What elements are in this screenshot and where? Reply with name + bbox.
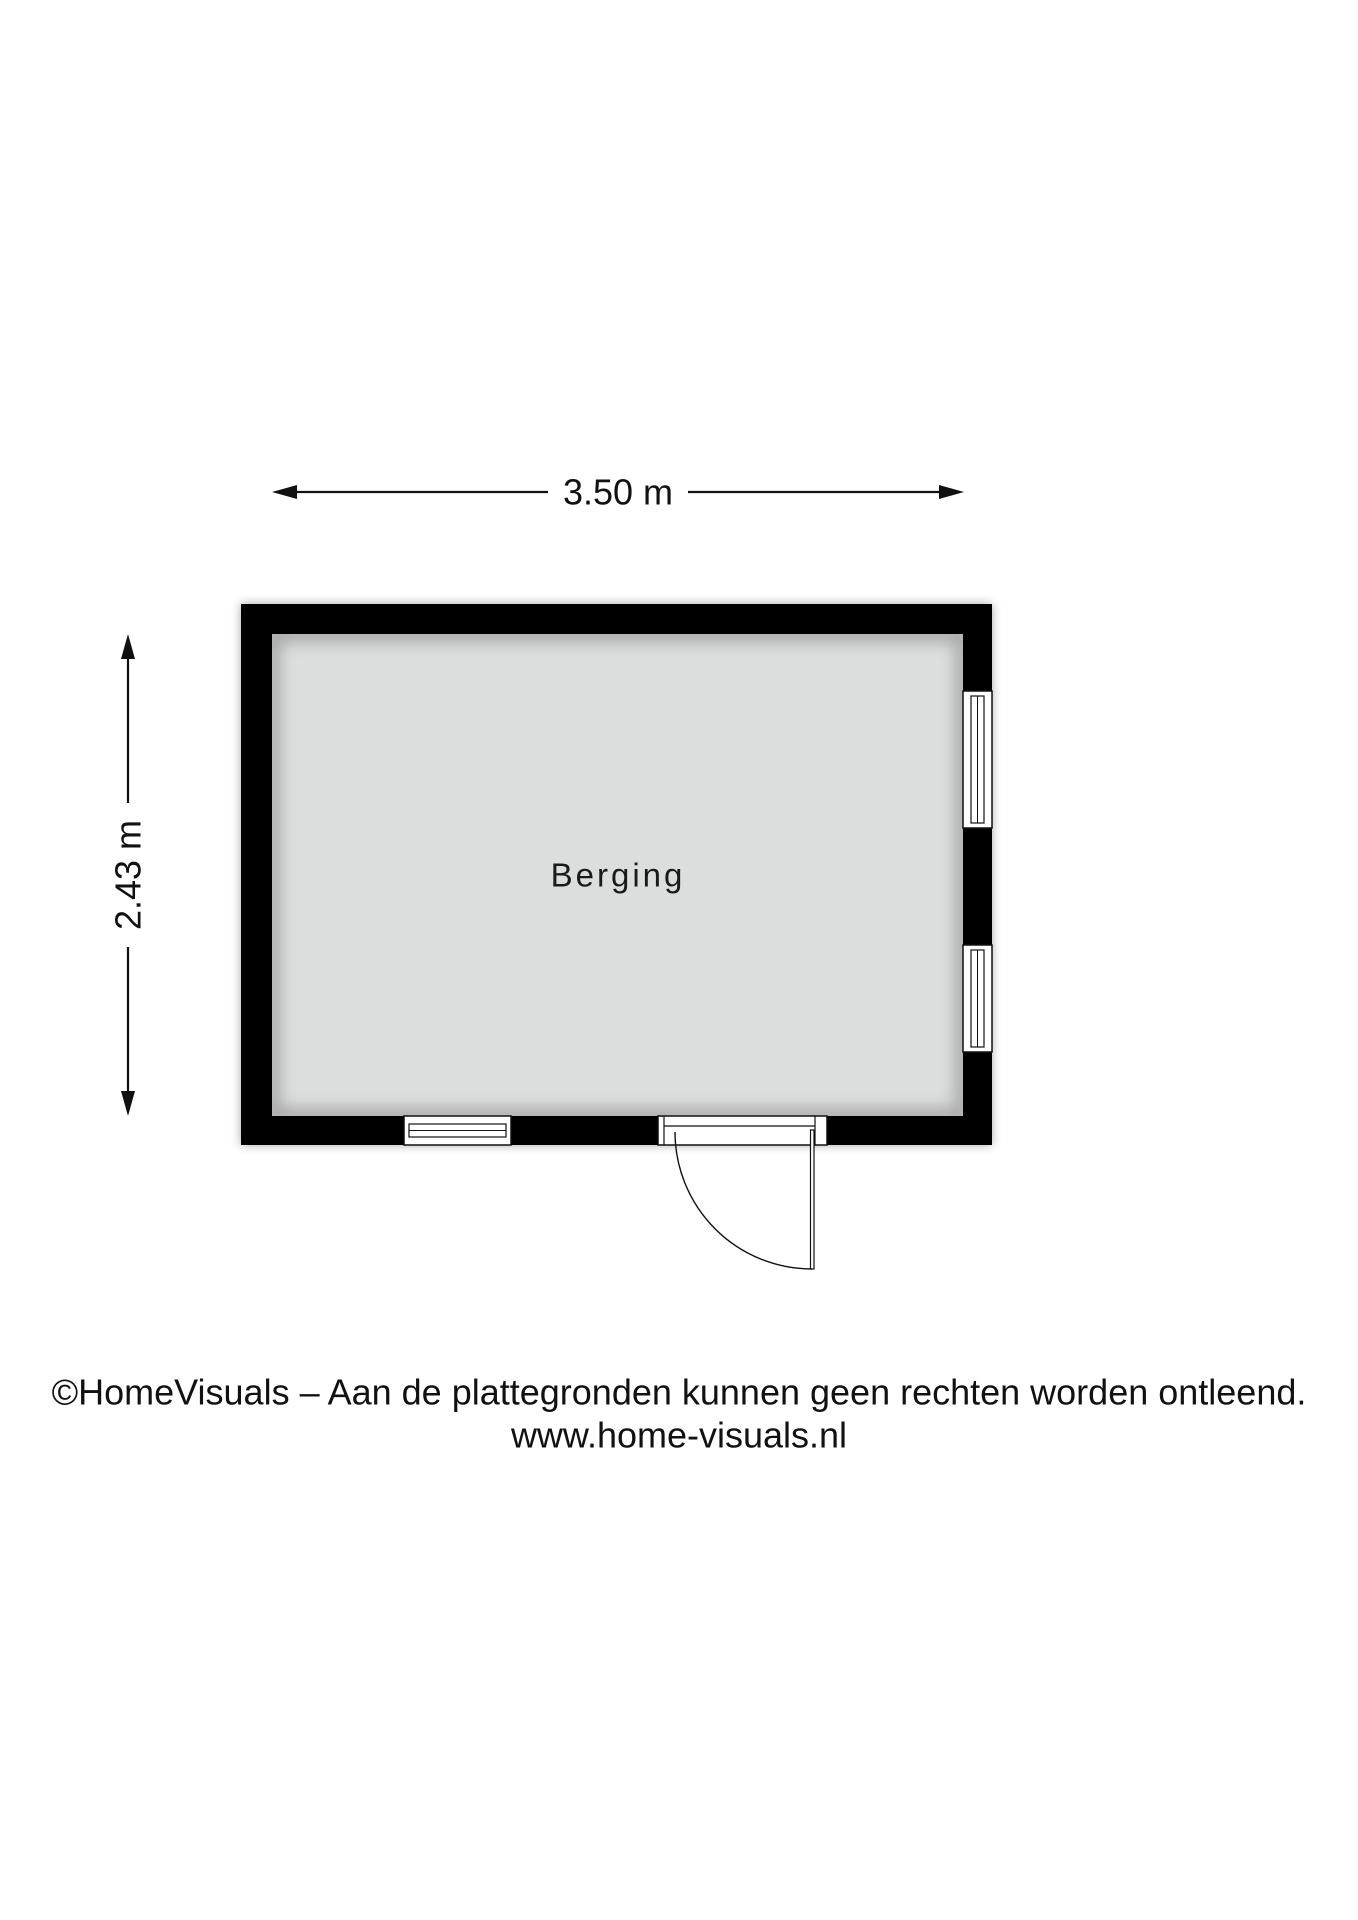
door [657, 1115, 828, 1270]
website-url: www.home-visuals.nl [510, 1415, 847, 1456]
width-dimension-label: 3.50 m [563, 472, 673, 513]
width-arrow-right-head [939, 485, 964, 499]
door-swing-arc [674, 1131, 813, 1270]
width-dimension: 3.50 m [272, 472, 964, 513]
window-right-lower [962, 944, 993, 1053]
height-arrow-bottom-head [121, 1091, 135, 1116]
room-floor [272, 634, 963, 1116]
height-dimension-label: 2.43 m [108, 820, 149, 930]
door-leaf [809, 1129, 815, 1270]
height-dimension: 2.43 m [108, 634, 149, 1116]
width-arrow-left-head [272, 485, 297, 499]
height-arrow-top-head [121, 634, 135, 659]
copyright-notice: ©HomeVisuals – Aan de plattegronden kunn… [52, 1372, 1307, 1413]
window-bottom [403, 1115, 512, 1146]
door-opening [657, 1115, 828, 1146]
room-label: Berging [551, 857, 686, 894]
window-right-upper [962, 690, 993, 829]
